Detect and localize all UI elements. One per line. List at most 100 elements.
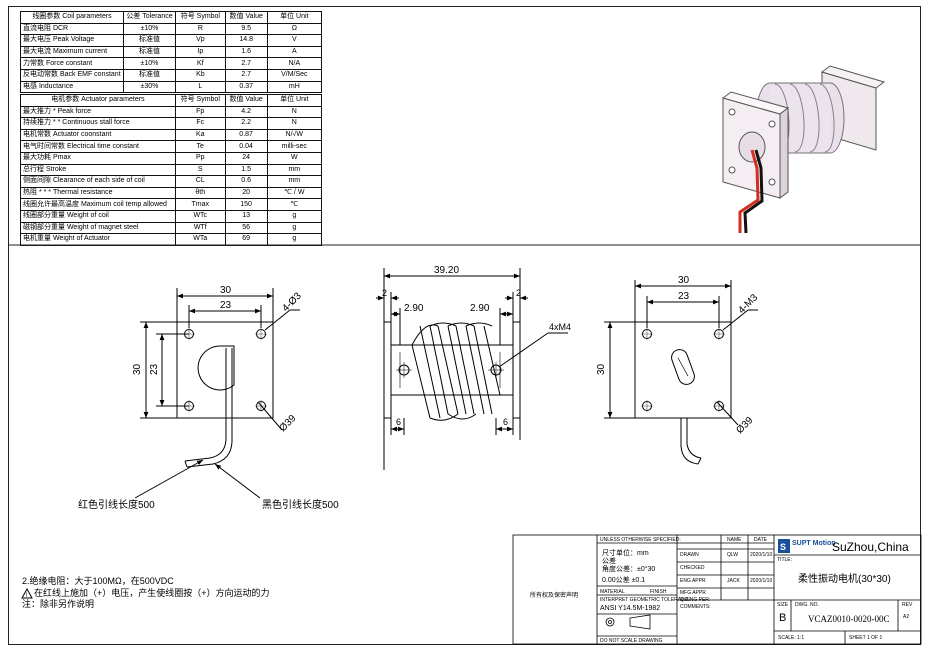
tb-sheet: SHEET 1 OF 1 xyxy=(849,635,883,641)
tb-unit-3: 角度公差：±0°30 xyxy=(602,566,656,573)
side-dim-flange-right: 2 xyxy=(516,288,521,298)
note-insulation: 2.绝缘电阻：大于100MΩ，在500VDC xyxy=(22,576,174,586)
tb-row-engappr: ENG APPR xyxy=(680,578,706,584)
actuator-table-cell: 最大功耗 Pmax xyxy=(20,151,176,165)
actuator-table-cell: W xyxy=(266,151,323,165)
tb-title-label: TITLE: xyxy=(777,557,793,563)
note-unless: 注：除非另作说明 xyxy=(22,599,95,609)
tb-engappr-name: JACK xyxy=(727,578,740,584)
actuator-table-cell: 磁钢部分重量 Weight of magnet steel xyxy=(20,221,176,235)
actuator-table-cell: ℃ / W xyxy=(266,186,323,200)
rear-dim-outer: 30 xyxy=(678,275,690,286)
tb-rev-label: REV xyxy=(902,602,913,608)
actuator-3d-rendering xyxy=(721,65,886,234)
tb-title: 柔性振动电机(30*30) xyxy=(798,574,891,585)
title-block xyxy=(512,534,922,645)
front-dia-callout: Ø39 xyxy=(277,413,298,434)
svg-text:S: S xyxy=(780,542,786,552)
actuator-table-cell: Pp xyxy=(174,151,226,165)
actuator-table-cell: 电气时间常数 Electrical time constant xyxy=(20,140,176,153)
coil-table-cell: Ω xyxy=(266,22,323,36)
front-flange xyxy=(176,321,274,419)
actuator-table-cell: 0.6 xyxy=(224,175,268,188)
front-dim-height-outer: 30 xyxy=(132,363,143,375)
tb-row-checked: CHECKED xyxy=(680,565,705,571)
front-dim-height-inner: 23 xyxy=(149,363,160,375)
actuator-table-cell: S xyxy=(174,163,226,177)
side-dim-gap-left: 2.90 xyxy=(404,303,424,314)
tb-qa: Q.A. xyxy=(680,597,691,603)
company-logo: S xyxy=(778,539,790,553)
coil-table-cell: ±10% xyxy=(122,22,176,36)
tb-rev: A2 xyxy=(903,614,910,620)
actuator-table-cell: 1.5 xyxy=(224,163,268,177)
warning-icon xyxy=(21,587,33,599)
red-lead-wire xyxy=(184,413,227,462)
side-dim-flange-left: 2 xyxy=(382,288,387,298)
actuator-table-cell: 热阻 * * * Thermal resistance xyxy=(20,186,176,200)
actuator-table-cell: 电机常数 Actuator coonstant xyxy=(20,128,176,142)
actuator-table-cell: 0.04 xyxy=(224,140,268,153)
rear-lead-wire xyxy=(680,418,699,465)
rear-hole-callout: 4-M3 xyxy=(736,292,760,316)
front-view xyxy=(134,288,300,499)
actuator-table-cell: g xyxy=(266,221,323,235)
drawing-notes: 2.绝缘电阻：大于100MΩ，在500VDC 在红线上施加（+）电压，产生使线圈… xyxy=(22,576,270,611)
actuator-table-cell: N/√W xyxy=(266,128,323,142)
tb-company: SUPT Motion xyxy=(792,540,836,547)
note-polarity: 在红线上施加（+）电压，产生使线圈按（+）方向运动的力 xyxy=(34,587,270,598)
front-hole-callout: 4-Ø3 xyxy=(280,290,304,314)
rear-view xyxy=(604,280,758,465)
actuator-table-cell: N xyxy=(266,117,323,130)
coil-table-cell: 电感 Inductance xyxy=(20,80,124,94)
coil-table-cell: A xyxy=(266,45,323,59)
actuator-table-cell: g xyxy=(266,209,323,223)
bobbin-slot xyxy=(197,345,235,391)
actuator-table-cell: 总行程 Stroke xyxy=(20,163,176,177)
side-dim-length: 39.20 xyxy=(434,265,459,276)
actuator-table-cell: 线圈允许最高温度 Maximum coil temp allowed xyxy=(20,198,176,211)
side-view xyxy=(376,268,568,470)
coil-table-cell: 直流电阻 DCR xyxy=(20,22,124,36)
tb-dwg-no: VCAZ0010-0020-00C xyxy=(808,614,890,624)
tb-row-mfgappr: MFG APPR xyxy=(680,590,706,596)
left-flange xyxy=(383,321,392,419)
coil-table-cell: 最大电流 Maximum current xyxy=(20,45,124,59)
tb-unit-4: 0.00公差 ±0.1 xyxy=(602,577,646,584)
tb-city: SuZhou,China xyxy=(832,540,909,554)
rear-dia-callout: Ø39 xyxy=(734,415,755,436)
actuator-table-cell: 20 xyxy=(224,186,268,200)
side-dim-bottom-right: 6 xyxy=(503,417,508,427)
actuator-table-cell: 150 xyxy=(224,198,268,211)
tb-name-hdr: NAME xyxy=(727,537,742,543)
drawing-border xyxy=(8,6,921,645)
actuator-table-cell: 持续推力 * * Continuous stall force xyxy=(20,117,176,130)
red-lead-label: 红色引线长度500 xyxy=(78,498,155,511)
actuator-table-cell: CL xyxy=(174,175,226,188)
black-lead-wire xyxy=(186,413,233,468)
rear-dim-height: 30 xyxy=(596,363,607,375)
tb-drawn-name: QLW xyxy=(727,552,739,558)
actuator-table-cell: 56 xyxy=(224,221,268,235)
tb-unit-1: 尺寸单位：mm xyxy=(602,550,649,557)
center-slot xyxy=(671,349,695,385)
right-flange xyxy=(512,321,521,419)
black-lead-label: 黑色引线长度500 xyxy=(262,498,339,511)
tb-size: B xyxy=(779,612,787,624)
coil-table-cell: Vp xyxy=(174,34,226,47)
front-dim-outer: 30 xyxy=(220,285,232,296)
